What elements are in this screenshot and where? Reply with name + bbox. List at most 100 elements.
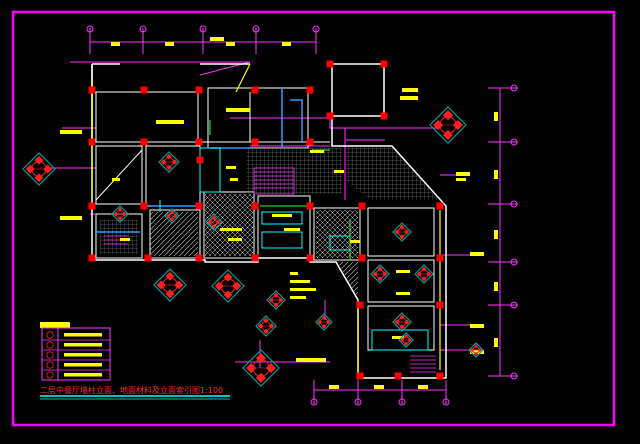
column (436, 202, 444, 210)
column (326, 60, 334, 68)
column (251, 138, 259, 146)
index-symbols (22, 106, 484, 387)
column (140, 202, 148, 210)
text-marker (290, 272, 298, 275)
drawing-title: 二层中餐厅墙柱立面、地面材料及立面索引图1:100 (40, 385, 223, 395)
legend-symbol (46, 331, 54, 339)
exterior-walls (91, 63, 447, 379)
column (380, 60, 388, 68)
elevation-index-symbol (111, 205, 129, 223)
legend-text-marker (64, 373, 102, 377)
elevation-index-symbol (164, 208, 180, 224)
column (358, 202, 366, 210)
text-marker (456, 178, 466, 181)
column (380, 112, 388, 120)
column (306, 254, 314, 262)
text-marker (470, 252, 484, 256)
column (306, 86, 314, 94)
elevation-index-symbol (266, 290, 286, 310)
text-marker (226, 108, 250, 112)
text-marker (456, 172, 470, 176)
blue-detail-lines (96, 88, 303, 233)
column (358, 254, 366, 262)
column (394, 372, 402, 380)
column (88, 138, 96, 146)
text-marker (310, 150, 324, 153)
elevation-index-symbol (158, 151, 180, 173)
elevation-index-symbol (398, 332, 414, 348)
bottom-dimension-labels (329, 385, 428, 389)
legend-symbol (46, 351, 54, 359)
column (436, 254, 444, 262)
text-marker (156, 120, 184, 124)
column (306, 202, 314, 210)
text-marker (60, 130, 82, 134)
legend-table (40, 322, 111, 381)
elevation-index-symbol (211, 269, 245, 303)
text-markers (60, 88, 484, 362)
column (436, 372, 444, 380)
text-marker (230, 178, 238, 181)
elevation-index-symbol (392, 222, 412, 242)
text-marker (272, 214, 292, 217)
legend-title-marker (40, 322, 70, 328)
legend-symbol (46, 371, 54, 379)
text-marker (290, 296, 306, 299)
legend-text-marker (64, 363, 102, 367)
elevation-index-symbol (315, 313, 333, 331)
top-dimension-labels (111, 37, 291, 46)
interior-walls (95, 87, 435, 351)
elevation-index-symbol (429, 106, 467, 144)
legend-rows (42, 331, 110, 381)
column (306, 138, 314, 146)
text-marker (226, 166, 236, 169)
legend-text-marker (64, 333, 102, 337)
text-marker (396, 292, 410, 295)
column (88, 202, 96, 210)
elevation-index-symbol (255, 315, 277, 337)
drawing-frame (11, 10, 616, 427)
column (140, 138, 148, 146)
top-dimension-line (86, 25, 320, 54)
elevation-index-symbol (468, 342, 484, 358)
right-dimension-line (488, 84, 518, 380)
elevation-index-symbol (370, 264, 390, 284)
column (356, 372, 364, 380)
stair-areas (104, 167, 436, 373)
text-marker (402, 88, 418, 92)
column (251, 254, 259, 262)
text-marker (220, 228, 242, 231)
text-marker (120, 238, 130, 241)
column (88, 86, 96, 94)
text-marker (290, 280, 310, 283)
legend-symbol (46, 341, 54, 349)
column (436, 301, 444, 309)
text-marker (400, 96, 418, 100)
column (144, 254, 152, 262)
text-marker (350, 240, 360, 243)
columns (88, 60, 444, 380)
column (195, 202, 203, 210)
text-marker (392, 336, 404, 339)
text-marker (396, 270, 410, 273)
elevation-index-symbol (22, 152, 56, 186)
elevation-index-symbol (205, 213, 223, 231)
legend-symbol (46, 361, 54, 369)
elevation-index-symbol (414, 264, 434, 284)
elevation-index-symbol (392, 312, 412, 332)
column (195, 138, 203, 146)
column (356, 301, 364, 309)
text-marker (228, 238, 242, 241)
text-marker (296, 358, 326, 362)
column (88, 254, 96, 262)
elevation-index-symbol (153, 268, 187, 302)
text-marker (470, 350, 484, 354)
text-marker (112, 178, 120, 181)
legend-text-marker (64, 353, 102, 357)
column (195, 86, 203, 94)
elevation-index-symbol (242, 349, 280, 387)
right-dimension-labels (494, 112, 498, 347)
floor-hatch-zones (100, 146, 440, 300)
